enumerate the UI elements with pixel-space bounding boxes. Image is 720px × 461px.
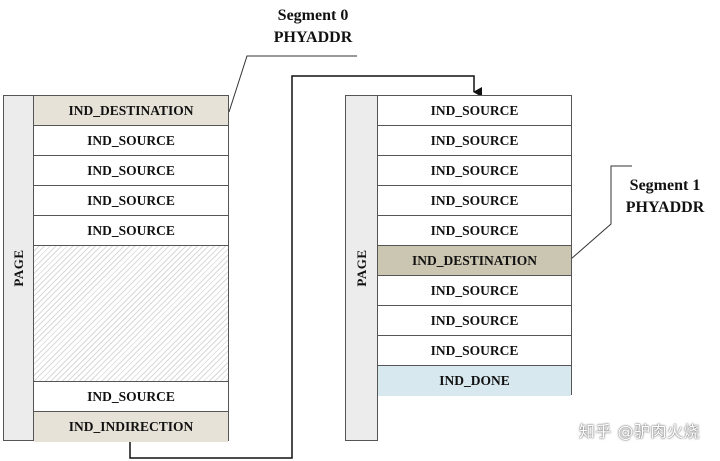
segment0-title: Segment 0 bbox=[277, 7, 349, 24]
left-unused-hatched-area bbox=[34, 246, 228, 382]
right-cell-done: IND_DONE bbox=[378, 366, 571, 396]
right-cell-source: IND_SOURCE bbox=[378, 186, 571, 216]
segment1-title: Segment 1 bbox=[629, 177, 701, 194]
segment1-phyaddr: PHYADDR bbox=[625, 199, 705, 216]
left-cell-source: IND_SOURCE bbox=[34, 216, 228, 246]
left-cell-indirection: IND_INDIRECTION bbox=[34, 412, 228, 442]
right-cell-source: IND_SOURCE bbox=[378, 216, 571, 246]
left-page-column: IND_DESTINATION IND_SOURCE IND_SOURCE IN… bbox=[33, 95, 229, 442]
watermark-text: 知乎 @驴肉火烧 bbox=[578, 422, 700, 441]
right-cell-source: IND_SOURCE bbox=[378, 306, 571, 336]
right-page-column: IND_SOURCE IND_SOURCE IND_SOURCE IND_SOU… bbox=[377, 95, 572, 396]
segment0-label: Segment 0 PHYADDR bbox=[252, 5, 374, 49]
right-cell-destination: IND_DESTINATION bbox=[378, 246, 571, 276]
left-cell-source: IND_SOURCE bbox=[34, 186, 228, 216]
segment1-leader-line bbox=[570, 165, 632, 260]
right-cell-source: IND_SOURCE bbox=[378, 276, 571, 306]
right-cell-source: IND_SOURCE bbox=[378, 96, 571, 126]
left-cell-destination: IND_DESTINATION bbox=[34, 96, 228, 126]
segment1-label: Segment 1 PHYADDR bbox=[610, 175, 720, 219]
left-page-bar: PAGE bbox=[3, 95, 34, 441]
right-cell-source: IND_SOURCE bbox=[378, 156, 571, 186]
right-cell-source: IND_SOURCE bbox=[378, 336, 571, 366]
segment0-phyaddr: PHYADDR bbox=[273, 29, 353, 46]
segment0-leader-line bbox=[228, 55, 357, 113]
left-cell-source: IND_SOURCE bbox=[34, 156, 228, 186]
right-page-label: PAGE bbox=[353, 249, 369, 287]
right-page-bar: PAGE bbox=[345, 95, 378, 441]
left-cell-source: IND_SOURCE bbox=[34, 126, 228, 156]
right-cell-source: IND_SOURCE bbox=[378, 126, 571, 156]
left-cell-source: IND_SOURCE bbox=[34, 382, 228, 412]
indirection-link-line bbox=[129, 75, 482, 459]
left-page-label: PAGE bbox=[10, 249, 26, 287]
